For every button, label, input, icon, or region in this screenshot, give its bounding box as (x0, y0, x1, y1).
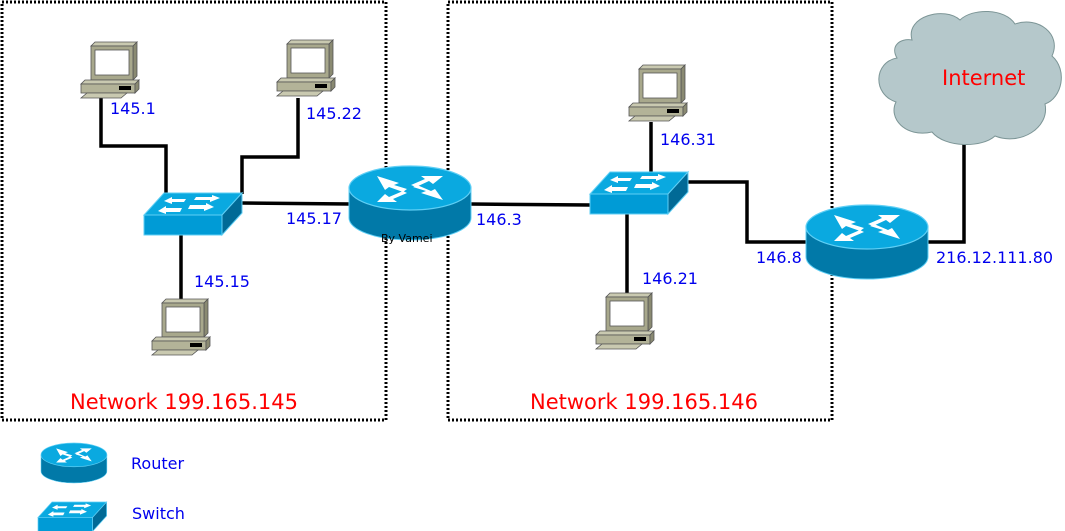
host-146-31[interactable] (628, 64, 688, 122)
ip-label-r1-right: 146.3 (476, 210, 522, 229)
link-router1-switch2 (469, 202, 591, 207)
switch-146[interactable] (589, 171, 689, 215)
router-icon (805, 204, 929, 280)
legend-switch-label: Switch (132, 504, 185, 523)
link-switch1-router1 (241, 201, 351, 206)
credit-text: By Vamei (381, 232, 433, 245)
ip-label-r2-left: 146.8 (756, 248, 802, 267)
computer-icon (151, 298, 211, 356)
network-label-146: Network 199.165.146 (530, 390, 758, 414)
legend-router-label: Router (131, 454, 184, 473)
host-145-1[interactable] (80, 41, 140, 99)
computer-icon (80, 41, 140, 99)
ip-label-r1-left: 145.17 (286, 209, 342, 228)
link-router2-internet (928, 143, 966, 244)
switch-145[interactable] (143, 192, 243, 236)
network-label-145: Network 199.165.145 (70, 390, 298, 414)
ip-label-h2: 145.22 (306, 104, 362, 123)
ip-label-h4: 146.31 (660, 130, 716, 149)
computer-icon (595, 292, 655, 350)
router-icon (348, 165, 472, 241)
router-1[interactable] (348, 165, 472, 241)
ip-label-h1: 145.1 (110, 99, 156, 118)
router-2[interactable] (805, 204, 929, 280)
link-h1-switch1 (99, 98, 168, 194)
host-146-21[interactable] (595, 292, 655, 350)
ip-label-h3: 145.15 (194, 272, 250, 291)
internet-cloud: Internet (878, 10, 1062, 146)
computer-icon (628, 64, 688, 122)
link-switch2-router2 (688, 180, 808, 244)
legend: Router Switch (37, 442, 185, 531)
legend-router-icon (40, 442, 108, 484)
computer-icon (276, 39, 336, 97)
switch-icon (143, 192, 243, 236)
host-145-15[interactable] (151, 298, 211, 356)
host-145-22[interactable] (276, 39, 336, 97)
internet-label: Internet (942, 66, 1025, 90)
ip-label-h5: 146.21 (642, 269, 698, 288)
switch-icon (589, 171, 689, 215)
link-h2-switch1 (240, 98, 300, 194)
ip-label-r2-right: 216.12.111.80 (936, 248, 1053, 267)
legend-switch-icon (37, 501, 107, 531)
